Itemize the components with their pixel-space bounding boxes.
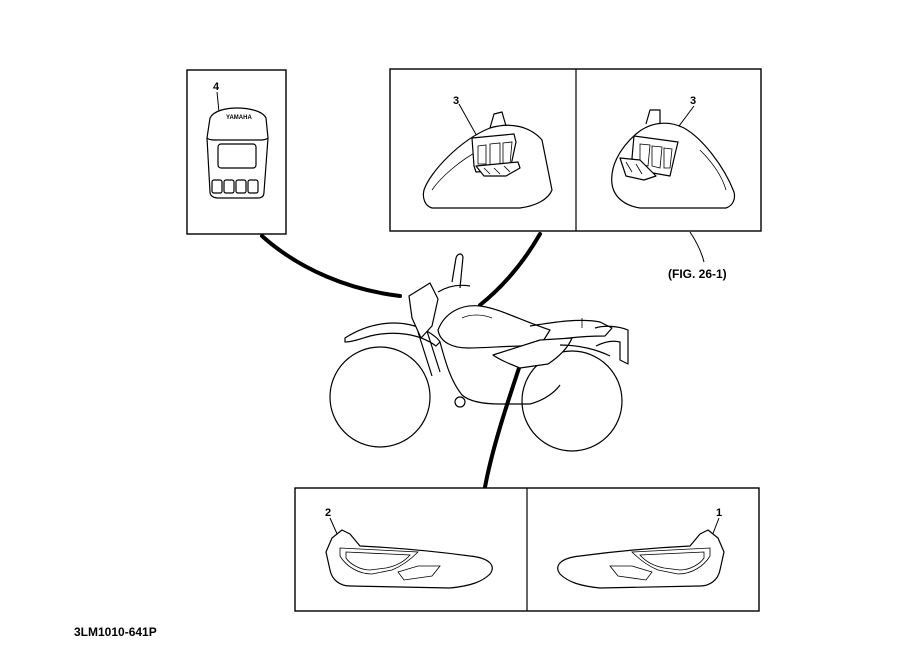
fig-reference-leader [689,231,705,263]
callout-1-leader [711,517,720,537]
callout-4: 4 [213,81,220,93]
callout-3-left: 3 [453,95,459,107]
tank-stripe [461,314,493,319]
leader-headlight-panel [260,234,402,298]
leader-tank-emblem [478,232,542,307]
callout-2-leader [329,517,339,537]
mirror [451,253,464,289]
panel-brand-text: YAMAHA [226,115,252,121]
callout-1: 1 [716,507,722,519]
frame [439,341,561,405]
detail-box-headlight [186,69,287,235]
front-wheel [329,346,431,448]
motorcycle-outline [329,253,629,452]
headlight-cover-on-bike [408,282,439,339]
side-cover-right-part [557,529,725,589]
rear-fender [594,325,629,365]
footpeg [454,396,466,408]
side-cover-left-part [325,529,493,589]
front-fender [344,322,441,347]
headlight-panel-part: YAMAHA [206,107,269,199]
rear-wheel [521,350,623,452]
callout-4-leader [216,91,220,113]
handlebar [437,284,471,293]
rear-frame [559,344,611,357]
callout-3-left-leader [458,103,479,139]
callout-2: 2 [325,507,331,519]
fuel-tank-right-part [611,109,736,209]
fuel-tank-left-part [422,111,553,209]
callout-3-right: 3 [690,95,696,107]
front-fork [417,327,441,377]
side-cover-on-bike [492,337,573,369]
drawing-code: 3LM1010-641P [74,625,157,639]
fig-reference: (FIG. 26-1) [668,267,727,281]
leader-side-cover [483,363,522,489]
